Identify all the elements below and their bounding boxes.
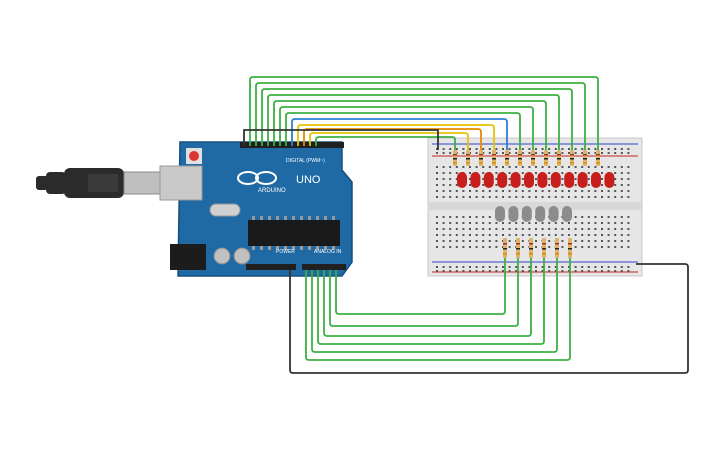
wires[interactable]: [243, 76, 689, 374]
red-led[interactable]: [550, 172, 561, 188]
wire[interactable]: [315, 136, 456, 150]
resistors-bottom[interactable]: [503, 238, 572, 258]
gray-led[interactable]: [495, 206, 505, 222]
wire[interactable]: [317, 246, 545, 345]
wire[interactable]: [311, 246, 558, 353]
wire[interactable]: [305, 246, 571, 361]
red-led[interactable]: [591, 172, 601, 188]
gray-led[interactable]: [548, 206, 559, 222]
analog-pin-header[interactable]: [302, 264, 346, 270]
resistors-top[interactable]: [453, 150, 600, 166]
wire[interactable]: [285, 112, 521, 150]
red-led[interactable]: [577, 172, 588, 188]
ground-return-wire[interactable]: [289, 263, 689, 374]
wire[interactable]: [291, 118, 508, 150]
gray-led[interactable]: [521, 206, 532, 222]
red-led[interactable]: [604, 172, 615, 188]
red-led[interactable]: [497, 172, 508, 188]
power-pin-header[interactable]: [246, 264, 296, 270]
power-header-label: POWER: [276, 249, 295, 255]
red-leds[interactable]: [457, 172, 615, 188]
wire[interactable]: [297, 124, 495, 150]
red-led[interactable]: [457, 172, 467, 188]
gray-leds[interactable]: [495, 206, 572, 222]
gray-led[interactable]: [535, 206, 546, 222]
red-led[interactable]: [564, 172, 575, 188]
wire[interactable]: [267, 94, 560, 150]
red-led[interactable]: [470, 172, 481, 188]
digital-header-label: DIGITAL (PWM~): [286, 158, 325, 164]
wire[interactable]: [279, 106, 534, 150]
model-label: UNO: [296, 174, 321, 186]
gray-led[interactable]: [562, 206, 572, 222]
wire[interactable]: [335, 246, 506, 315]
wire[interactable]: [261, 88, 573, 150]
red-led[interactable]: [483, 172, 494, 188]
red-led[interactable]: [537, 172, 548, 188]
wire[interactable]: [273, 100, 547, 150]
wire[interactable]: [329, 246, 519, 327]
gray-led[interactable]: [508, 206, 519, 222]
arduino-uno-board[interactable]: ARDUINO UNO DIGITAL (PWM~) POWER ANALOG …: [159, 141, 353, 277]
wire[interactable]: [249, 76, 599, 150]
red-led[interactable]: [524, 172, 534, 188]
brand-label: ARDUINO: [258, 188, 286, 194]
wire[interactable]: [323, 246, 532, 337]
ground-wire[interactable]: [243, 129, 439, 150]
analog-header-label: ANALOG IN: [314, 249, 342, 255]
usb-cable: [36, 168, 161, 198]
wire[interactable]: [255, 82, 586, 150]
wire[interactable]: [309, 132, 469, 150]
red-led[interactable]: [510, 172, 521, 188]
